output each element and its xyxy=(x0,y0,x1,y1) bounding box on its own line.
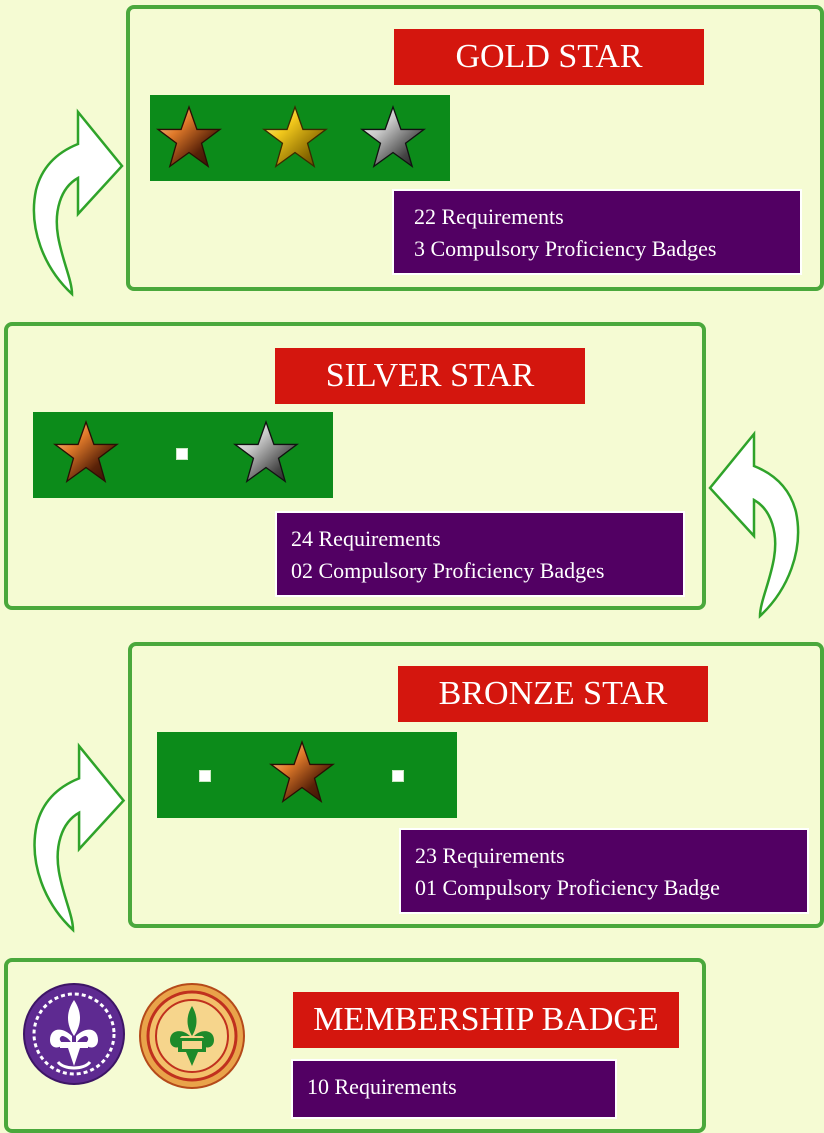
gold-requirements-text: 22 Requirements xyxy=(414,204,564,229)
square-dot xyxy=(176,448,188,460)
membership-requirements-text: 10 Requirements xyxy=(307,1074,457,1099)
gold-star-icon xyxy=(262,105,328,169)
bronze-stars-band xyxy=(157,732,457,818)
bronze-badges-text: 01 Compulsory Proficiency Badge xyxy=(415,875,720,900)
silver-star-icon xyxy=(360,105,426,169)
national-scout-emblem-icon xyxy=(139,983,245,1089)
bronze-star-icon xyxy=(156,105,222,169)
bronze-requirements-text: 23 Requirements xyxy=(415,843,565,868)
curved-arrow-up-icon xyxy=(33,742,126,933)
bronze-star-icon xyxy=(53,420,119,484)
silver-star-panel: SILVER STAR 24 Requirements 02 Compulsor… xyxy=(4,322,706,610)
silver-stars-band xyxy=(33,412,333,498)
curved-arrow-up-icon xyxy=(708,430,800,619)
membership-badge-panel: MEMBERSHIP BADGE 10 Requirements xyxy=(4,958,706,1133)
silver-star-title: SILVER STAR xyxy=(275,348,585,404)
silver-requirements-text: 24 Requirements xyxy=(291,526,441,551)
gold-stars-band xyxy=(150,95,450,181)
gold-requirements-box: 22 Requirements 3 Compulsory Proficiency… xyxy=(392,189,802,275)
membership-requirements-box: 10 Requirements xyxy=(291,1059,617,1119)
world-scout-emblem-icon xyxy=(23,983,125,1085)
bronze-star-title: BRONZE STAR xyxy=(398,666,708,722)
membership-badge-title: MEMBERSHIP BADGE xyxy=(293,992,679,1048)
gold-star-panel: GOLD STAR 22 Requirements 3 Compulsory P… xyxy=(126,5,824,291)
silver-badges-text: 02 Compulsory Proficiency Badges xyxy=(291,558,605,583)
gold-star-title: GOLD STAR xyxy=(394,29,704,85)
curved-arrow-up-icon xyxy=(32,108,124,297)
bronze-star-icon xyxy=(269,740,335,804)
bronze-star-panel: BRONZE STAR 23 Requirements 01 Compulsor… xyxy=(128,642,824,928)
square-dot xyxy=(392,770,404,782)
bronze-requirements-box: 23 Requirements 01 Compulsory Proficienc… xyxy=(399,828,809,914)
silver-star-icon xyxy=(233,420,299,484)
silver-requirements-box: 24 Requirements 02 Compulsory Proficienc… xyxy=(275,511,685,597)
square-dot xyxy=(199,770,211,782)
gold-badges-text: 3 Compulsory Proficiency Badges xyxy=(414,236,717,261)
